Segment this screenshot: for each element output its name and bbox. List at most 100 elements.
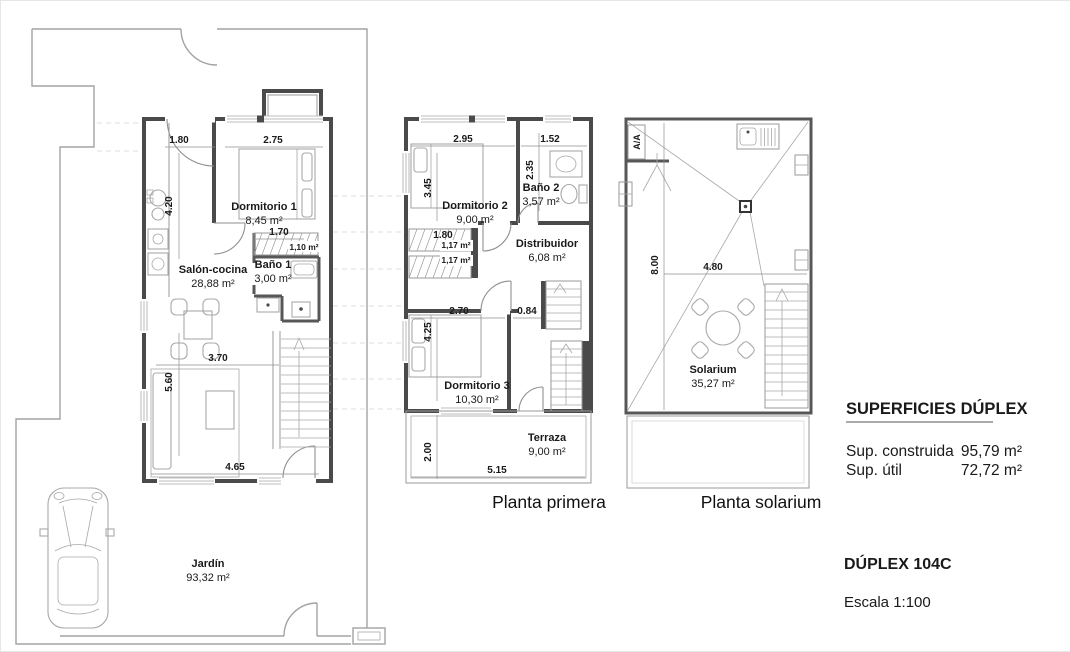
sink-drainboard	[760, 128, 776, 146]
dim-entry: 1.80	[169, 135, 189, 146]
dining-chair-1	[170, 298, 188, 316]
salon-furniture	[150, 298, 240, 478]
stair-chip2-bg	[440, 255, 473, 266]
scale-label: Escala 1:100	[844, 594, 931, 611]
plot-outline	[15, 28, 368, 645]
gate-pillar	[352, 627, 386, 645]
dim-stairband: 1.80	[433, 230, 453, 241]
car-rear-window	[56, 608, 100, 615]
solarium-stairs	[764, 283, 809, 409]
bed-dorm2-pillow	[413, 147, 428, 173]
ground-stairs-treads	[281, 338, 331, 448]
label-jardin-name: Jardín	[191, 558, 224, 570]
window-post	[257, 115, 264, 123]
kitchen	[146, 123, 170, 297]
sink-unit	[736, 123, 780, 150]
beds-first	[408, 143, 484, 378]
car	[39, 487, 115, 629]
bed-dorm1-pillow1	[301, 152, 313, 182]
label-solarium-area: 35,27 m²	[691, 378, 735, 390]
dim-dorm2: 2.95	[453, 134, 473, 145]
windows-ground	[140, 115, 323, 485]
solarium-walls	[618, 117, 813, 415]
stair-band2-hatch	[408, 255, 466, 279]
dorm1-furniture	[238, 148, 316, 220]
dim-hall: 0.84	[517, 306, 537, 317]
entrance-door-arc	[166, 118, 215, 167]
up-stairs-first	[545, 280, 583, 412]
porch-wall	[262, 89, 323, 121]
garden-gate-arc	[283, 602, 318, 637]
doors-first	[480, 202, 544, 412]
ground-stairs	[272, 331, 331, 449]
bath1-basin-drain	[266, 303, 270, 307]
ground-floor-plan: 1,10 m² 1.	[15, 28, 386, 645]
window-f-left1	[402, 153, 410, 193]
doors-ground	[166, 118, 316, 479]
kitchen-tap1	[146, 189, 154, 196]
first-dimensions: 2.95 1.52 3.45 2.35 2.70 0.84 4.25 2.00 …	[411, 133, 587, 479]
first-labels: Dormitorio 2 9,00 m² Baño 2 3,57 m² Dist…	[442, 182, 606, 512]
solarium-dimensions: 8.00 4.80	[650, 123, 807, 410]
ac-unit: A/A	[627, 124, 672, 192]
dim-stair: 1.70	[269, 227, 289, 238]
sink-bowl	[739, 127, 757, 146]
dim-bano2: 1.52	[540, 134, 560, 145]
gate-pillar-inner	[357, 631, 381, 641]
kitchen-oven-dial	[151, 257, 165, 271]
label-bano1-name: Baño 1	[255, 259, 292, 271]
usable-area-label: Sup. útil	[846, 462, 902, 479]
sofa	[152, 372, 172, 470]
dim-salon-w2: 4.65	[225, 462, 245, 473]
plot-entrance-gate-arc	[180, 28, 218, 66]
dorm2-door-arc	[482, 222, 512, 252]
unit-name: DÚPLEX 104C	[844, 554, 952, 573]
terrace-door-arc	[518, 386, 544, 412]
stairs-upper-arrow	[553, 283, 567, 294]
lower-roof-outline	[626, 415, 810, 489]
solarium-plan: A/A 8.00 4.80	[618, 117, 822, 512]
window-left2	[140, 391, 148, 421]
window-f-top2	[545, 115, 571, 123]
dim-salon-w: 3.70	[208, 353, 228, 364]
bano2-counter	[549, 150, 583, 178]
window-left1	[140, 301, 148, 331]
closet-area-label: 1,10 m²	[289, 242, 318, 252]
plot-boundary	[15, 28, 386, 645]
first-floor-plan: 1,17 m² 1,17 m² 1.80	[402, 115, 606, 512]
label-bano2-area: 3,57 m²	[522, 196, 560, 208]
built-area-value: 95,79 m²	[961, 443, 1022, 460]
label-dorm3-area: 10,30 m²	[455, 394, 499, 406]
dim-solarium-h: 8.00	[650, 255, 661, 275]
car-headlight-right	[91, 492, 103, 500]
kitchen-oven	[147, 252, 169, 276]
windows-first	[402, 115, 571, 415]
dim-dorm1: 2.75	[263, 135, 283, 146]
usable-area-value: 72,72 m²	[961, 462, 1022, 479]
ac-unit-box	[627, 124, 646, 160]
dim-bano2-h: 2.35	[525, 160, 536, 180]
label-dorm2-name: Dormitorio 2	[442, 200, 507, 212]
bed-dorm2	[410, 143, 484, 209]
dim-salon-h: 5.60	[164, 372, 175, 392]
closet-chip-bg	[288, 241, 320, 252]
first-floor-title: Planta primera	[492, 492, 606, 512]
window-top	[227, 115, 323, 123]
dim-solarium-w: 4.80	[703, 262, 723, 273]
dorm2-door-opening	[484, 219, 510, 227]
solarium-chair-2	[737, 298, 755, 316]
window-f-post	[469, 115, 475, 123]
car-mirror-left	[39, 528, 49, 537]
bed-dorm3-pillow1	[411, 318, 426, 344]
entrance-opening	[165, 115, 215, 123]
coffee-table	[205, 390, 235, 430]
solarium-title: Planta solarium	[701, 492, 822, 512]
dorm1-door-arc	[213, 222, 246, 255]
bath1-basin	[256, 297, 280, 313]
bath1-tub	[290, 260, 318, 279]
dim-terraza-h: 2.00	[423, 442, 434, 462]
dim-dorm2-h: 3.45	[423, 178, 434, 198]
bath1-door-opening	[250, 263, 258, 285]
